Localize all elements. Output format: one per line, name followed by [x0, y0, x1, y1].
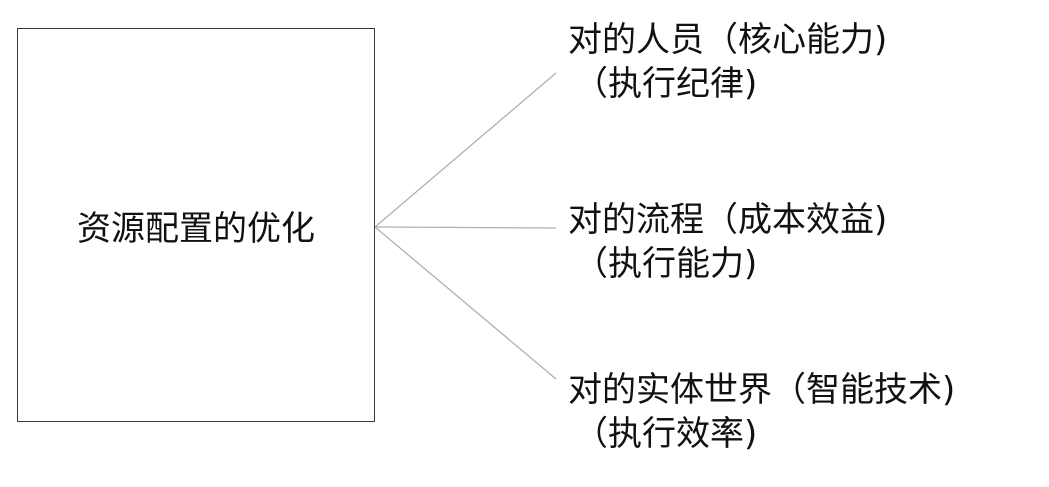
connector-line-middle: [374, 226, 557, 229]
branch-node-process: 对的流程（成本效益) （执行能力): [568, 198, 887, 286]
connector-line-top: [374, 72, 557, 228]
branch-subtitle: （执行能力): [574, 244, 758, 284]
root-node-box: 资源配置的优化: [17, 28, 375, 422]
connector-line-bottom: [374, 226, 557, 380]
branch-subtitle: （执行效率): [574, 414, 758, 454]
branch-title: 对的实体世界（智能技术): [568, 370, 956, 410]
branch-subtitle: （执行纪律): [574, 64, 758, 104]
branch-title: 对的流程（成本效益): [568, 200, 888, 240]
root-node-label: 资源配置的优化: [77, 208, 315, 249]
branch-node-people: 对的人员（核心能力) （执行纪律): [568, 18, 887, 106]
branch-title: 对的人员（核心能力): [568, 20, 888, 60]
branch-node-physical-world: 对的实体世界（智能技术) （执行效率): [568, 368, 955, 456]
